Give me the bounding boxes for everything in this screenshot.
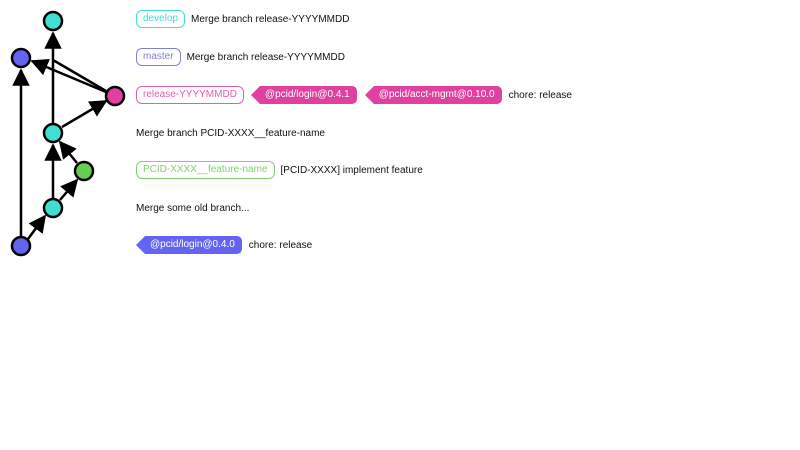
commit-message: Merge branch PCID-XXXX__feature-name <box>136 127 325 139</box>
commit-node-develop-old[interactable] <box>42 197 64 219</box>
tag-acct-mgmt-0100[interactable]: @pcid/acct-mgmt@0.10.0 <box>364 86 502 104</box>
commit-message: [PCID-XXXX] implement feature <box>280 164 423 176</box>
commit-row[interactable]: Merge some old branch... <box>136 198 249 218</box>
graph-nodes <box>10 10 126 257</box>
branch-label-release[interactable]: release-YYYYMMDD <box>136 86 244 104</box>
branch-label-master[interactable]: master <box>136 48 181 66</box>
commit-graph <box>10 10 126 257</box>
commit-row[interactable]: develop Merge branch release-YYYYMMDD <box>136 9 349 29</box>
tag-login-040[interactable]: @pcid/login@0.4.0 <box>136 236 242 254</box>
commit-row[interactable]: release-YYYYMMDD @pcid/login@0.4.1 @pcid… <box>136 85 572 105</box>
commit-message: Merge branch release-YYYYMMDD <box>186 51 345 63</box>
tag-login-041[interactable]: @pcid/login@0.4.1 <box>250 86 357 104</box>
branch-label-feature[interactable]: PCID-XXXX__feature-name <box>136 161 275 179</box>
commit-row[interactable]: Merge branch PCID-XXXX__feature-name <box>136 123 325 143</box>
commit-message: chore: release <box>248 239 313 251</box>
commit-node-develop[interactable] <box>42 10 64 32</box>
graph-edges <box>12 31 108 240</box>
commit-node-feature[interactable] <box>73 160 95 182</box>
commit-node-master-old[interactable] <box>10 235 32 257</box>
commit-node-master[interactable] <box>10 47 32 69</box>
commit-row[interactable]: master Merge branch release-YYYYMMDD <box>136 47 345 67</box>
commit-node-develop-merge[interactable] <box>42 122 64 144</box>
commit-row[interactable]: @pcid/login@0.4.0 chore: release <box>136 235 312 255</box>
commit-row[interactable]: PCID-XXXX__feature-name [PCID-XXXX] impl… <box>136 160 423 180</box>
branch-label-develop[interactable]: develop <box>136 10 186 28</box>
commit-message: Merge some old branch... <box>136 202 250 214</box>
commit-message: chore: release <box>508 89 572 101</box>
commit-message: Merge branch release-YYYYMMDD <box>191 13 350 25</box>
commit-node-release[interactable] <box>104 85 126 107</box>
